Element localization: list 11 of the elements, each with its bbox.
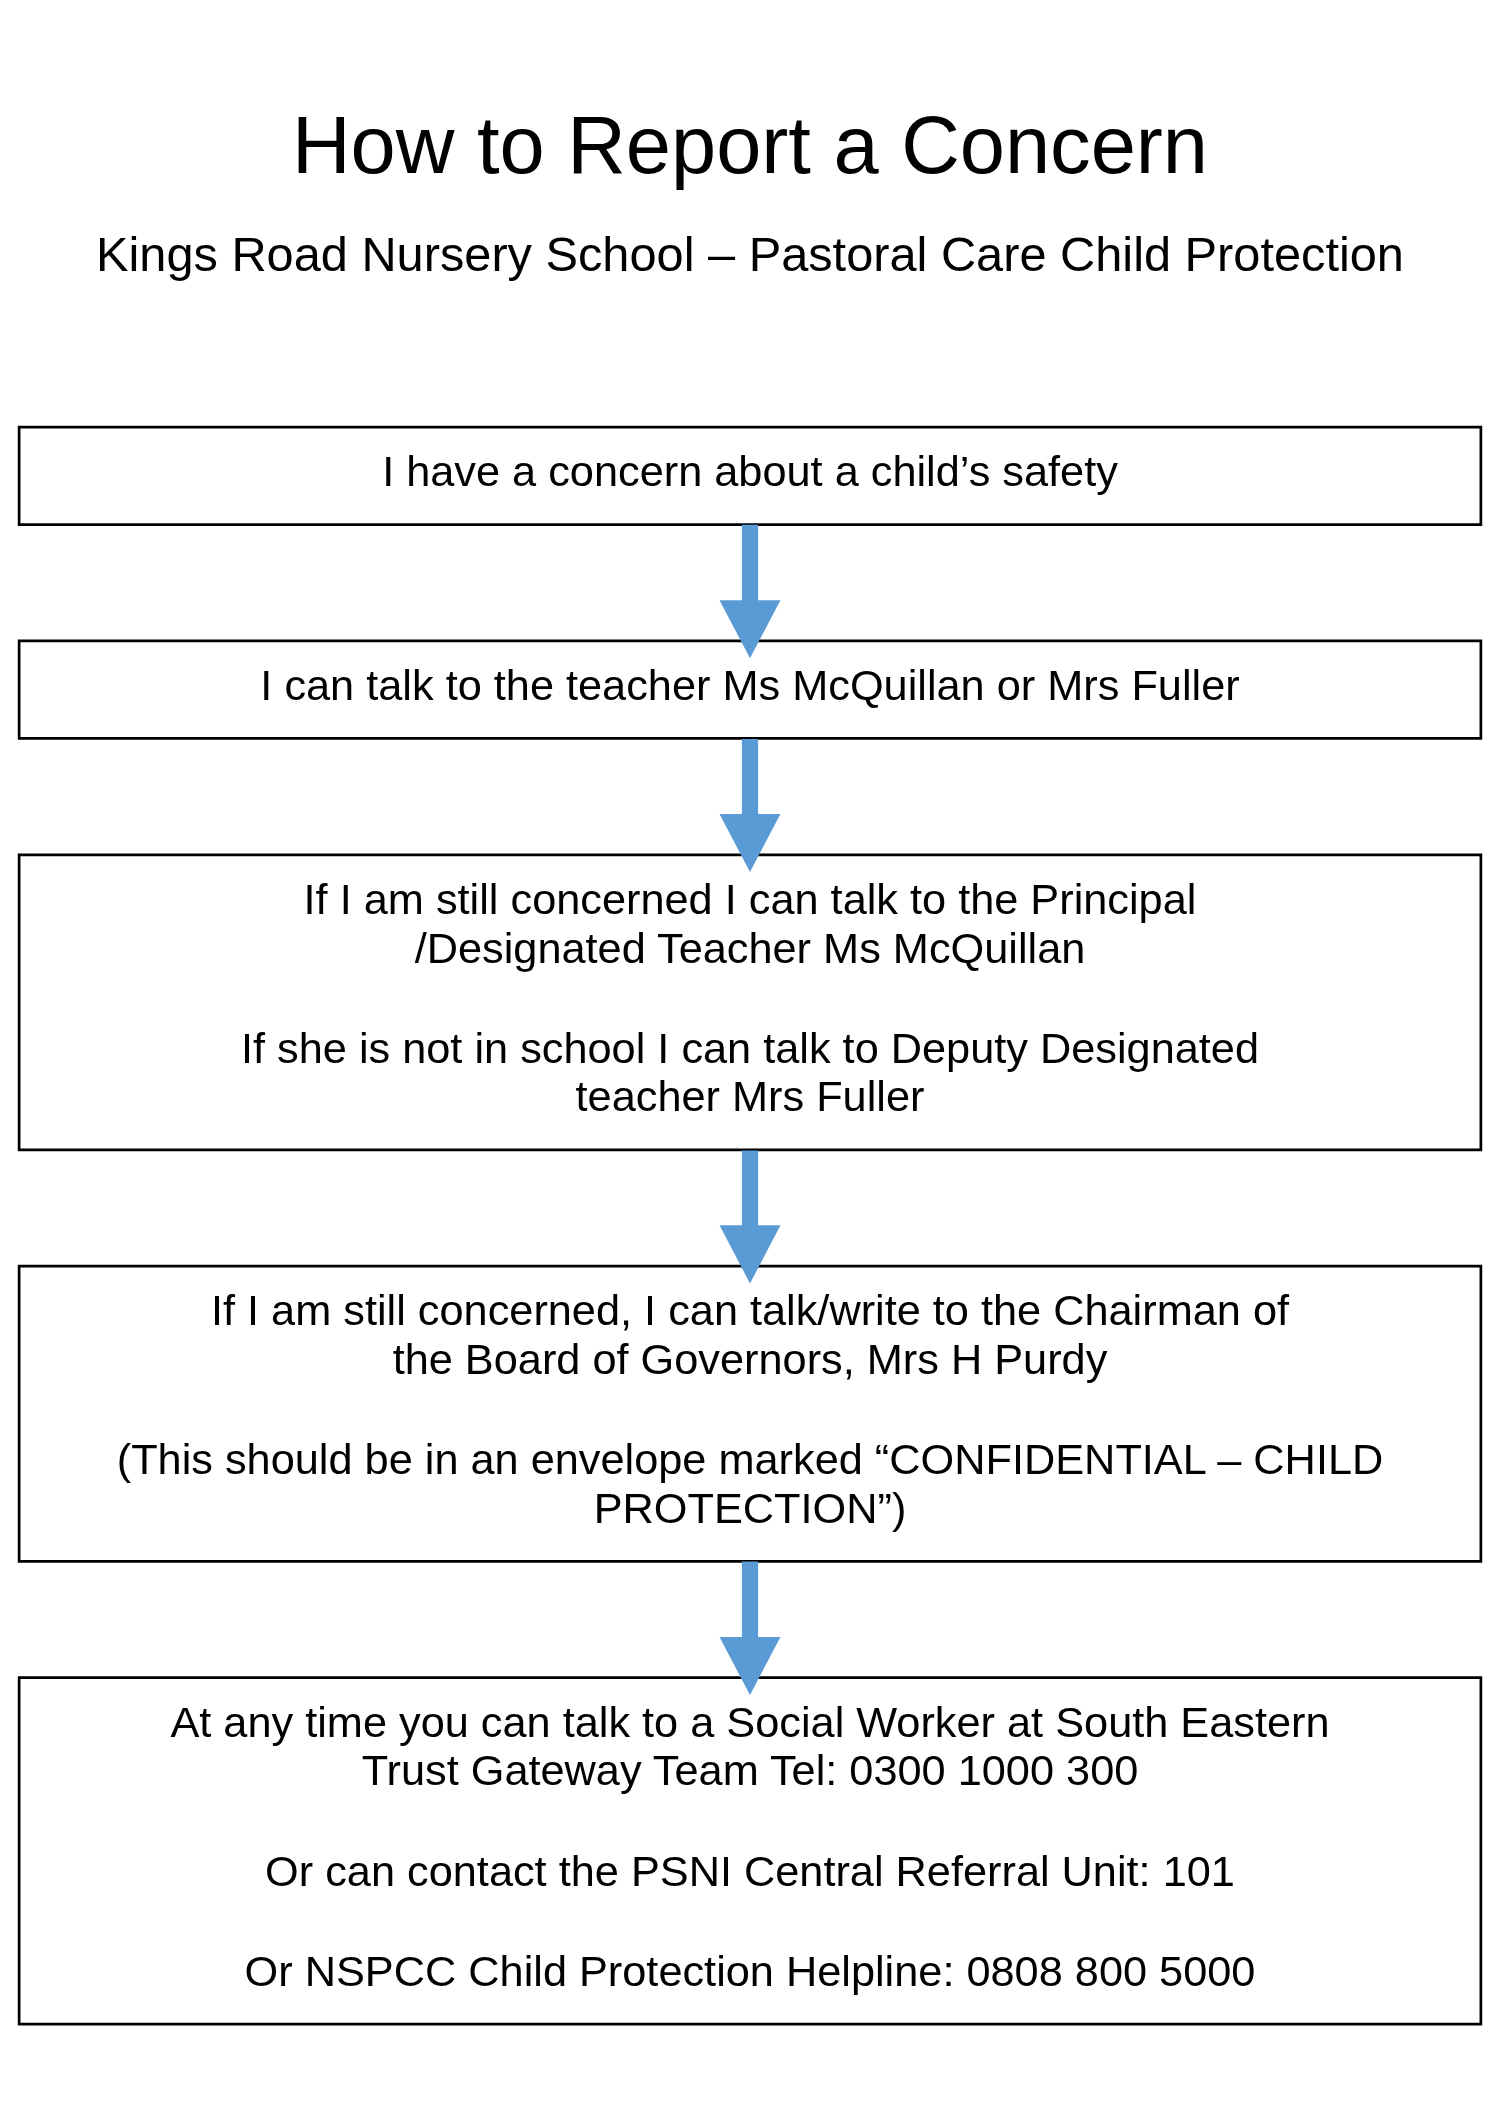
node-box: I have a concern about a child’s safety <box>17 425 1483 526</box>
arrow <box>719 739 781 872</box>
arrow <box>719 1150 781 1284</box>
arrow <box>719 524 781 659</box>
node-box: If I am still concerned I can talk to the Principal /Designated Teacher Ms McQuillan If she is not in school I can talk to Deputy Designated teacher Mrs Fuller <box>17 853 1483 1152</box>
node-box: If I am still concerned, I can talk/write to the Chairman of the Board of Governors, Mrs H Purdy (This should be in an envelope marked “CONFIDENTIAL – CHILD PROTECTION”) <box>17 1264 1483 1563</box>
label: Kings Road Nursery School – Pastoral Care Child Protection <box>96 227 1404 282</box>
node-box: I can talk to the teacher Ms McQuillan or Mrs Fuller <box>17 639 1483 740</box>
node-box: At any time you can talk to a Social Worker at South Eastern Trust Gateway Team Tel: 0300 1000 300 Or can contact the PSNI Central Referral Unit: 101 Or NSPCC Child Protection Helpline: 0808 800 5000 <box>17 1676 1483 2026</box>
diagram-title: How to Report a Concern <box>291 98 1209 190</box>
arrow <box>719 1561 781 1695</box>
